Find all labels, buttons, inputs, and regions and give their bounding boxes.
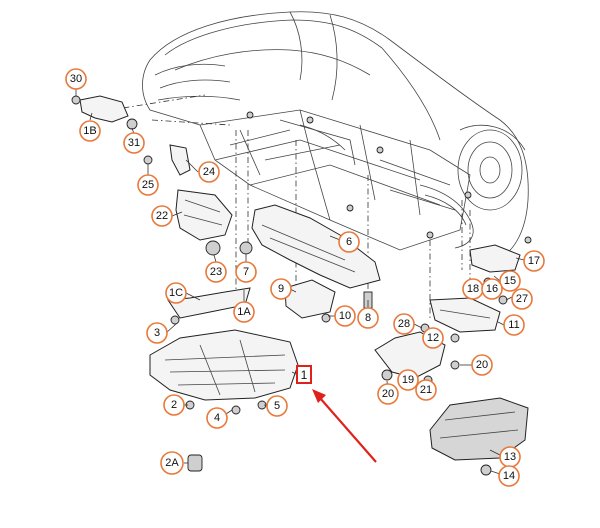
callout-9[interactable]: 9 [270, 278, 292, 300]
svg-text:5: 5 [274, 400, 280, 412]
bracket-1c [167, 287, 251, 319]
svg-text:20: 20 [382, 388, 394, 400]
highlight-box[interactable] [296, 365, 312, 384]
callout-28[interactable]: 28 [393, 313, 415, 335]
tunnel-panel-6 [251, 204, 381, 289]
cover-9 [284, 279, 336, 319]
svg-text:30: 30 [70, 73, 82, 85]
svg-text:1B: 1B [83, 125, 96, 137]
callout-23[interactable]: 23 [205, 261, 227, 283]
undertray-1[interactable] [149, 329, 299, 401]
svg-text:27: 27 [516, 293, 528, 305]
bracket-24 [169, 144, 191, 176]
svg-text:15: 15 [504, 275, 516, 287]
heat-shield-11 [429, 297, 501, 333]
callout-22[interactable]: 22 [151, 205, 173, 227]
svg-text:24: 24 [203, 166, 215, 178]
callout-1b[interactable]: 1B [79, 120, 101, 142]
callout-4[interactable]: 4 [206, 407, 228, 429]
callout-1a[interactable]: 1A [233, 301, 255, 323]
callouts: 30 1B 31 25 24 22 23 6 7 9 1C 1A 10 8 3 … [65, 68, 545, 487]
svg-text:19: 19 [402, 374, 414, 386]
callout-2[interactable]: 2 [163, 394, 185, 416]
callout-3[interactable]: 3 [146, 322, 168, 344]
svg-text:1C: 1C [169, 287, 183, 299]
svg-text:16: 16 [486, 283, 498, 295]
svg-text:28: 28 [398, 318, 410, 330]
callout-11[interactable]: 11 [503, 314, 525, 336]
callout-6[interactable]: 6 [338, 231, 360, 253]
svg-text:4: 4 [214, 412, 220, 424]
svg-text:8: 8 [365, 312, 371, 324]
svg-text:2A: 2A [165, 457, 179, 469]
highlight-label: 1 [301, 368, 308, 382]
svg-text:17: 17 [528, 255, 540, 267]
callout-25[interactable]: 25 [137, 174, 159, 196]
svg-text:6: 6 [346, 236, 352, 248]
svg-text:12: 12 [427, 332, 439, 344]
bolt-30 [71, 95, 81, 105]
svg-text:18: 18 [467, 283, 479, 295]
callout-20-right[interactable]: 20 [471, 354, 493, 376]
screw-14 [480, 464, 492, 476]
callout-31[interactable]: 31 [123, 132, 145, 154]
svg-text:3: 3 [154, 327, 160, 339]
car-body [142, 11, 529, 259]
svg-text:13: 13 [504, 451, 516, 463]
callout-2a[interactable]: 2A [160, 451, 184, 475]
svg-text:10: 10 [339, 310, 351, 322]
callout-27[interactable]: 27 [511, 288, 533, 310]
grommet-23 [205, 240, 221, 256]
callout-13[interactable]: 13 [499, 446, 521, 468]
screw-4 [231, 405, 241, 415]
callout-18[interactable]: 18 [462, 278, 484, 300]
callout-21[interactable]: 21 [415, 379, 437, 401]
callout-20-left[interactable]: 20 [377, 383, 399, 405]
callout-12[interactable]: 12 [422, 327, 444, 349]
bracket-15 [469, 244, 521, 273]
callout-5[interactable]: 5 [266, 395, 288, 417]
svg-text:11: 11 [508, 319, 519, 331]
svg-text:7: 7 [243, 266, 249, 278]
callout-8[interactable]: 8 [357, 307, 379, 329]
svg-text:20: 20 [476, 359, 488, 371]
svg-text:31: 31 [128, 137, 140, 149]
bracket-1b [79, 95, 129, 123]
callout-7[interactable]: 7 [235, 261, 257, 283]
callout-14[interactable]: 14 [498, 465, 520, 487]
callout-30[interactable]: 30 [65, 68, 87, 90]
svg-text:1A: 1A [237, 306, 251, 318]
svg-text:25: 25 [142, 179, 154, 191]
callout-15[interactable]: 15 [499, 270, 521, 292]
highlight-group: 1 [291, 365, 377, 463]
svg-text:14: 14 [503, 470, 515, 482]
highlight-arrowhead [312, 389, 326, 403]
svg-text:2: 2 [171, 399, 177, 411]
callout-17[interactable]: 17 [523, 250, 545, 272]
clip-31 [126, 118, 138, 130]
nut-25 [143, 155, 153, 165]
highlight-arrow-shaft [319, 397, 377, 463]
callout-1c[interactable]: 1C [165, 282, 187, 304]
fastener-2a [187, 454, 203, 472]
svg-text:21: 21 [420, 384, 432, 396]
svg-text:22: 22 [156, 210, 168, 222]
callout-24[interactable]: 24 [198, 161, 220, 183]
callout-19[interactable]: 19 [397, 369, 419, 391]
screw-5 [257, 400, 267, 410]
svg-text:9: 9 [278, 283, 284, 295]
callout-16[interactable]: 16 [481, 278, 503, 300]
heat-shield-22 [175, 189, 233, 241]
callout-10[interactable]: 10 [334, 305, 356, 327]
svg-text:23: 23 [210, 266, 222, 278]
